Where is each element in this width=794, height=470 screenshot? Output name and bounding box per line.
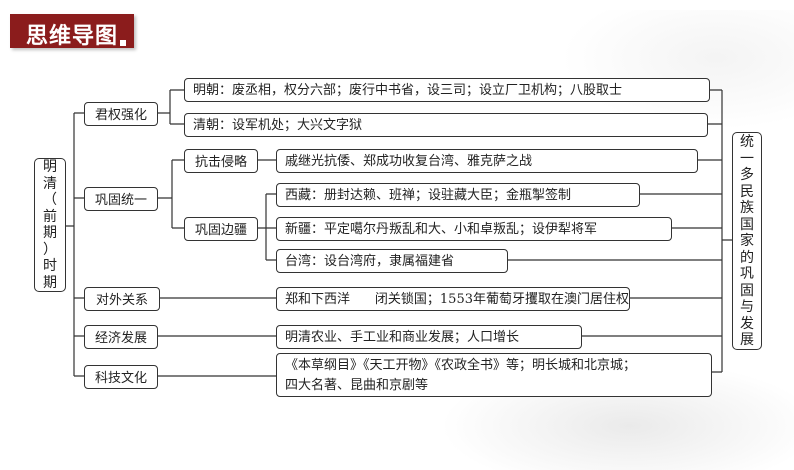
leaf-qing-centralization: 清朝：设军机处；大兴文字狱	[184, 113, 708, 137]
leaf-economy: 明清农业、手工业和商业发展；人口增长	[276, 325, 582, 349]
theme-char: 多	[740, 167, 754, 183]
title-banner: 思维导图	[10, 14, 134, 49]
leaf-tibet: 西藏：册封达赖、班禅；设驻藏大臣；金瓶掣签制	[276, 183, 640, 207]
root-char: 期	[43, 274, 57, 291]
page-title: 思维导图	[26, 24, 119, 49]
category-economy: 经济发展	[84, 325, 158, 349]
leaf-taiwan: 台湾：设台湾府，隶属福建省	[276, 249, 508, 273]
subcategory-frontier: 巩固边疆	[184, 217, 258, 241]
category-foreign-relations: 对外关系	[84, 287, 160, 311]
theme-char: 固	[740, 282, 754, 299]
theme-char: 族	[740, 200, 754, 216]
root-char: （	[43, 192, 57, 208]
leaf-foreign-relations: 郑和下西洋 闭关锁国；1553年葡萄牙攫取在澳门居住权	[276, 287, 630, 311]
theme-char: 发	[740, 315, 754, 332]
theme-char: 的	[740, 249, 754, 266]
theme-char: 民	[740, 183, 754, 200]
theme-node: 统 一 多 民 族 国 家 的 巩 固 与 发 展	[732, 132, 762, 350]
connector-right-bracket	[508, 89, 732, 373]
root-char: 期	[43, 225, 57, 241]
category-centralization: 君权强化	[84, 102, 158, 126]
leaf-xinjiang: 新疆：平定噶尔丹叛乱和大、小和卓叛乱；设伊犁将军	[276, 217, 672, 241]
theme-char: 国	[740, 216, 754, 233]
connector-root-trunk	[66, 112, 84, 377]
connector-c1	[158, 89, 184, 125]
root-char: ）	[43, 241, 57, 258]
connector-c2	[158, 159, 184, 229]
leaf-resist-invasion: 戚继光抗倭、郑成功收复台湾、雅克萨之战	[276, 149, 698, 173]
subcategory-resist-invasion: 抗击侵略	[184, 149, 258, 173]
title-dot-decoration	[120, 40, 126, 46]
leaf-science-line1: 《本草纲目》《天工开物》《农政全书》等；明长城和北京城；	[285, 358, 637, 373]
root-node: 明 清 （ 前 期 ） 时 期	[34, 158, 66, 292]
leaf-ming-centralization: 明朝：废丞相，权分六部；废行中书省，设三司；设立厂卫机构；八股取士	[184, 78, 710, 102]
leaf-science-line2: 四大名著、昆曲和京剧等	[285, 378, 429, 393]
leaf-foreign-prefix: 郑和下西洋	[285, 291, 351, 307]
theme-char: 统	[740, 134, 754, 150]
theme-char: 家	[740, 233, 754, 249]
theme-char: 巩	[740, 266, 754, 282]
connector-s2	[258, 193, 276, 261]
theme-char: 与	[740, 299, 754, 315]
category-unification: 巩固统一	[84, 187, 158, 211]
root-char: 明	[43, 159, 57, 175]
leaf-foreign-suffix: 闭关锁国；1553年葡萄牙攫取在澳门居住权	[374, 291, 629, 307]
theme-char: 一	[740, 150, 754, 167]
root-char: 时	[43, 258, 57, 274]
connector-lines	[66, 89, 732, 377]
leaf-science-culture: 《本草纲目》《天工开物》《农政全书》等；明长城和北京城； 四大名著、昆曲和京剧等	[276, 353, 712, 397]
ink-wash-decoration-top	[560, 10, 794, 130]
root-char: 清	[43, 175, 57, 192]
category-science-culture: 科技文化	[84, 365, 158, 389]
root-char: 前	[43, 208, 57, 225]
theme-char: 展	[740, 332, 754, 348]
